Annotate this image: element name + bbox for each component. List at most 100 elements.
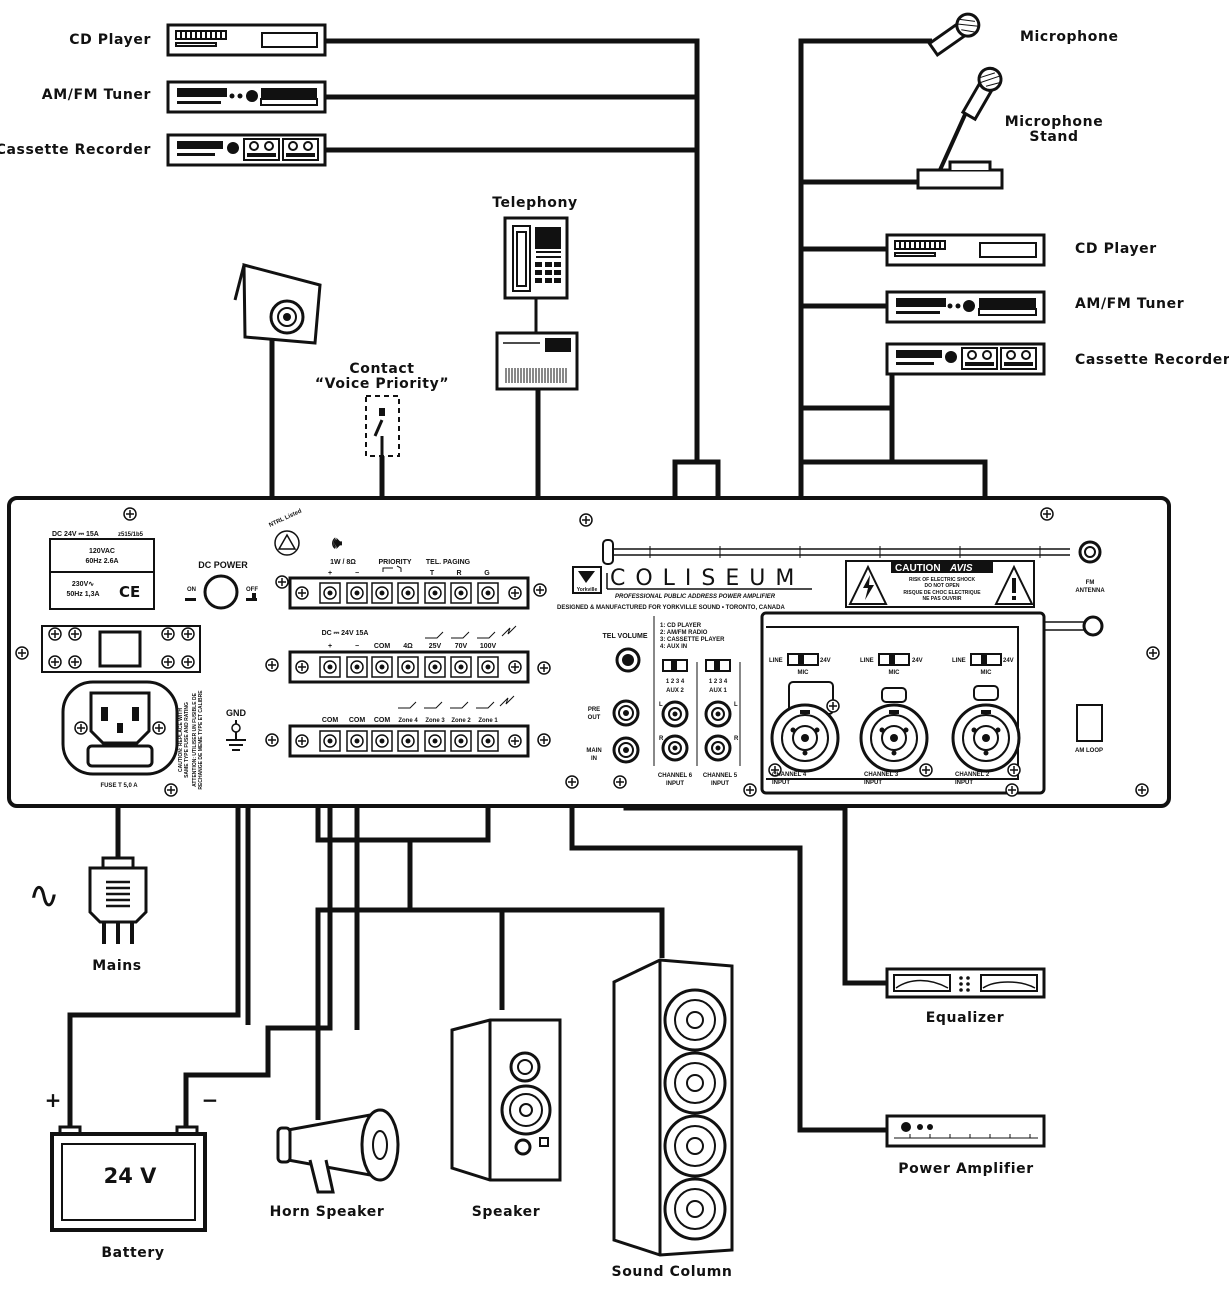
on-label: ON — [187, 587, 196, 593]
ac-wave-icon: ∿ — [28, 873, 60, 917]
mains-label: Mains — [92, 958, 141, 974]
zone-com-1: COM — [322, 717, 339, 724]
voice-priority-contact: Contact “Voice Priority” — [315, 361, 449, 457]
mic-label-1: MIC — [798, 670, 810, 676]
brand-subtitle: PROFESSIONAL PUBLIC ADDRESS POWER AMPLIF… — [615, 594, 776, 600]
aux-list-4: 4: AUX IN — [660, 644, 687, 650]
ac2-rating-1: 230V∿ — [72, 581, 94, 588]
ohm4-label: 4Ω — [403, 643, 413, 650]
battery-minus: − — [202, 1088, 219, 1112]
aux-list-1: 1: CD PLAYER — [660, 623, 702, 629]
fuse-caution-1: CAUTION: REPLACE WITH — [178, 708, 184, 772]
com-label: COM — [374, 643, 391, 650]
xlr-channel-2[interactable] — [951, 685, 1021, 797]
mains-plug: ∿ Mains — [28, 856, 148, 974]
v24-label-3: 24V — [1003, 658, 1014, 664]
caution-label: CAUTION — [895, 563, 941, 574]
contact-label-1: Contact — [349, 361, 414, 377]
battery: 24 V + − Battery — [45, 1088, 219, 1261]
designed-label: DESIGNED & MANUFACTURED FOR YORKVILLE SO… — [557, 605, 785, 611]
ac-rating-2: 60Hz 2.6A — [85, 558, 118, 565]
tuner-left: AM/FM Tuner — [42, 80, 327, 114]
ch5-label-2: INPUT — [711, 781, 729, 787]
battery-plus: + — [45, 1088, 62, 1112]
horn-speaker: Horn Speaker — [270, 1108, 400, 1220]
tel-volume-label: TEL VOLUME — [603, 633, 648, 640]
microphone: Microphone — [927, 12, 1118, 58]
spk-plus: + — [328, 570, 332, 577]
ch4-label-1: CHANNEL 4 — [772, 772, 807, 778]
zone-com-2: COM — [349, 717, 366, 724]
ch5-label-1: CHANNEL 5 — [703, 773, 738, 779]
ch4-label-2: INPUT — [772, 780, 790, 786]
dc-in-label: DC ⎓ 24V 15A — [322, 630, 369, 637]
pre-out-1: PRE — [588, 707, 600, 713]
aux2-l: L — [659, 702, 663, 708]
fuse-label: FUSE T 5,0 A — [100, 783, 138, 789]
v100-label: 100V — [480, 643, 497, 650]
t-label: T — [430, 570, 435, 577]
ch2-label-2: INPUT — [955, 780, 973, 786]
am-loop-label: AM LOOP — [1075, 748, 1103, 754]
zone1-label: Zone 1 — [478, 718, 498, 724]
wedge-speaker — [233, 263, 322, 345]
ac2-rating-2: 50Hz 1,3A — [66, 591, 99, 598]
amplifier-rear-panel: DC 24V ⎓ 15A z515/1b5 120VAC 60Hz 2.6A 2… — [7, 496, 1171, 808]
g-label: G — [484, 570, 490, 577]
bookshelf-speaker: Speaker — [450, 1018, 562, 1220]
aux2-r: R — [659, 736, 664, 742]
brand-name: COLISEUM — [610, 566, 804, 591]
gnd-label: GND — [226, 708, 247, 718]
spk-minus: − — [355, 570, 359, 577]
ch2-label-1: CHANNEL 2 — [955, 772, 990, 778]
line-label-1: LINE — [769, 658, 783, 664]
sound-column: Sound Column — [612, 958, 734, 1280]
impedance-label: 1W / 8Ω — [330, 559, 356, 566]
tuner-right-label: AM/FM Tuner — [1075, 296, 1184, 312]
r-label: R — [456, 570, 461, 577]
battery-label: Battery — [101, 1245, 164, 1261]
ch3-label-2: INPUT — [864, 780, 882, 786]
aux1-label: AUX 1 — [709, 688, 727, 694]
fm-antenna-2: ANTENNA — [1075, 588, 1105, 594]
main-in-2: IN — [591, 756, 597, 762]
pre-out-2: OUT — [588, 715, 601, 721]
v24-label-2: 24V — [912, 658, 923, 664]
risk-3: RISQUE DE CHOC ELECTRIQUE — [903, 590, 981, 596]
xlr-channel-3[interactable] — [826, 687, 933, 777]
main-in-1: MAIN — [586, 748, 601, 754]
xlr-channel-4[interactable] — [768, 681, 840, 777]
ch6-label-1: CHANNEL 6 — [658, 773, 693, 779]
cassette-right-label: Cassette Recorder — [1075, 352, 1229, 368]
mic-label-3: MIC — [981, 670, 993, 676]
zone-com-3: COM — [374, 717, 391, 724]
equalizer: Equalizer — [885, 967, 1046, 1026]
dc-minus: − — [355, 643, 359, 650]
risk-1: RISK OF ELECTRIC SHOCK — [909, 577, 976, 583]
dc-power-switch[interactable] — [203, 574, 239, 610]
cd-player-label: CD Player — [69, 32, 151, 48]
fuse-caution-4: RECHANGE DE MEME TYPE ET CALIBRE — [198, 690, 204, 790]
priority-label: PRIORITY — [378, 559, 411, 566]
tel-paging-label: TEL. PAGING — [426, 559, 471, 566]
line-label-3: LINE — [952, 658, 966, 664]
zone4-label: Zone 4 — [398, 718, 418, 724]
aux1-l: L — [734, 702, 738, 708]
battery-voltage: 24 V — [104, 1164, 158, 1188]
cassette-label: Cassette Recorder — [0, 142, 151, 158]
aux1-nums: 1 2 3 4 — [709, 679, 728, 685]
microphone-stand: Microphone Stand — [916, 66, 1104, 190]
mic-label-2: MIC — [889, 670, 901, 676]
off-label: OFF — [246, 587, 258, 593]
microphone-stand-label-1: Microphone — [1005, 114, 1104, 130]
tuner-right: AM/FM Tuner — [885, 290, 1184, 324]
ce-mark: CE — [119, 583, 140, 601]
aux-list-2: 2: AM/FM RADIO — [660, 630, 708, 636]
dc-rating: DC 24V ⎓ 15A — [52, 531, 99, 538]
speaker-label: Speaker — [472, 1204, 541, 1220]
power-amplifier-label: Power Amplifier — [898, 1161, 1033, 1177]
ch3-label-1: CHANNEL 3 — [864, 772, 899, 778]
zone3-label: Zone 3 — [425, 718, 445, 724]
ch6-label-2: INPUT — [666, 781, 684, 787]
